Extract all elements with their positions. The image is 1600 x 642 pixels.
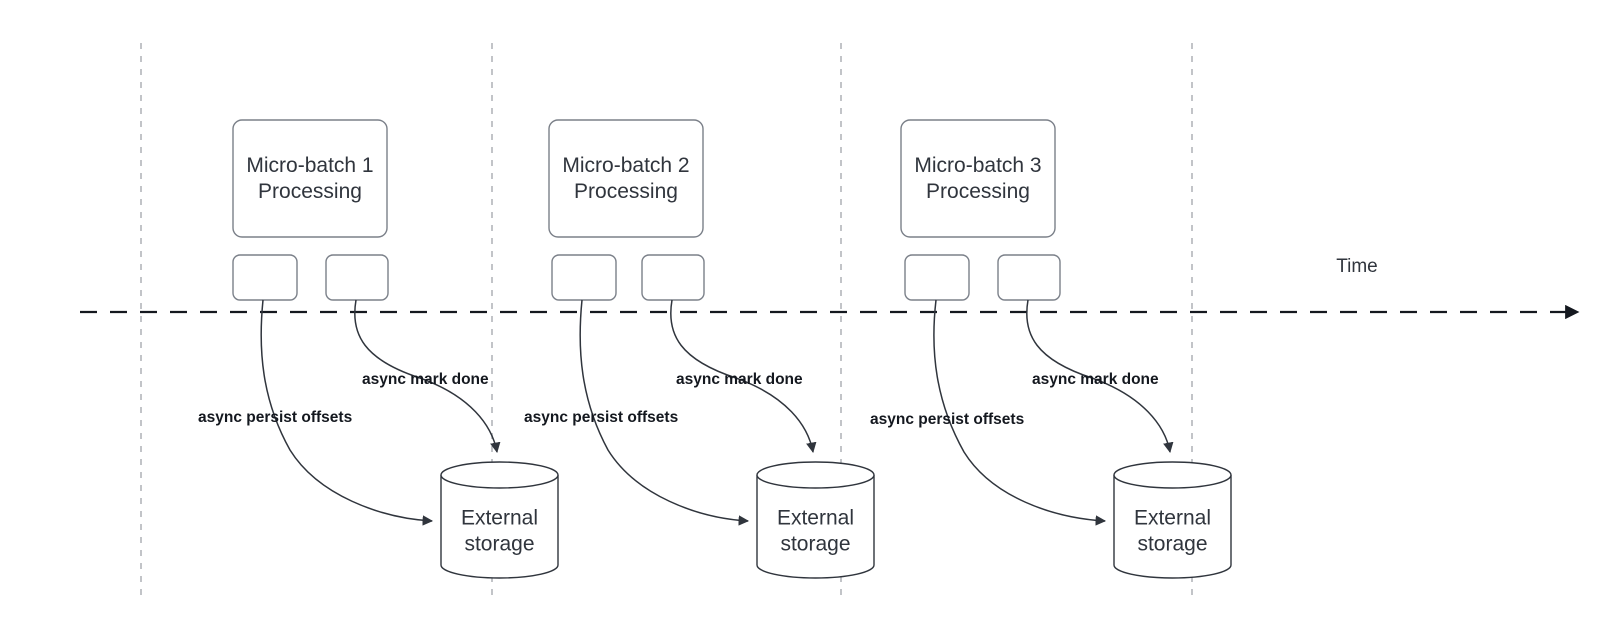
mark-done-task-3[interactable] bbox=[997, 254, 1061, 301]
process-box-subtitle-3: Processing bbox=[926, 180, 1030, 203]
process-box-title-3: Micro-batch 3 bbox=[914, 154, 1041, 177]
time-axis-label: Time bbox=[1336, 256, 1378, 277]
async-persist-offsets-curve-1 bbox=[260, 299, 434, 526]
process-box-title-2: Micro-batch 2 bbox=[562, 154, 689, 177]
cylinder-top-2[interactable] bbox=[756, 461, 875, 489]
async-mark-done-curve-3 bbox=[1026, 299, 1174, 454]
process-box-subtitle-1: Processing bbox=[258, 180, 362, 203]
cylinder-top-1[interactable] bbox=[440, 461, 559, 489]
async-mark-done-label-3: async mark done bbox=[1032, 371, 1159, 388]
process-box-1[interactable] bbox=[232, 119, 388, 238]
mark-done-task-1[interactable] bbox=[325, 254, 389, 301]
persist-offsets-task-2[interactable] bbox=[551, 254, 617, 301]
persist-offsets-task-1[interactable] bbox=[232, 254, 298, 301]
cylinder-label-line1-3: External bbox=[1134, 507, 1211, 530]
process-box-title-1: Micro-batch 1 bbox=[246, 154, 373, 177]
cylinder-label-line1-1: External bbox=[461, 507, 538, 530]
group-1: Micro-batch 1 Processing async persist off… bbox=[198, 119, 559, 579]
group-3: Micro-batch 3 Processing async persist off… bbox=[870, 119, 1232, 579]
async-persist-offsets-label-1: async persist offsets bbox=[198, 409, 352, 426]
cylinder-top-3[interactable] bbox=[1113, 461, 1232, 489]
cylinder-label-line2-1: storage bbox=[464, 533, 534, 556]
micro-batch-groups: Micro-batch 1 Processing async persist off… bbox=[198, 119, 1232, 579]
async-persist-offsets-curve-2 bbox=[579, 299, 750, 526]
group-2: Micro-batch 2 Processing async persist off… bbox=[524, 119, 875, 579]
async-persist-offsets-label-2: async persist offsets bbox=[524, 409, 678, 426]
async-mark-done-label-2: async mark done bbox=[676, 371, 803, 388]
cylinder-body-2[interactable] bbox=[756, 475, 875, 579]
cylinder-body-3[interactable] bbox=[1113, 475, 1232, 579]
timeline-axis: Time bbox=[80, 256, 1580, 320]
async-persist-offsets-label-3: async persist offsets bbox=[870, 411, 1024, 428]
process-box-subtitle-2: Processing bbox=[574, 180, 678, 203]
async-mark-done-curve-2 bbox=[670, 299, 817, 454]
async-persist-offsets-curve-3 bbox=[933, 299, 1107, 526]
vertical-separators bbox=[140, 43, 1193, 600]
process-box-2[interactable] bbox=[548, 119, 704, 238]
cylinder-label-line2-3: storage bbox=[1137, 533, 1207, 556]
async-mark-done-label-1: async mark done bbox=[362, 371, 489, 388]
cylinder-body-1[interactable] bbox=[440, 475, 559, 579]
mark-done-task-2[interactable] bbox=[641, 254, 705, 301]
cylinder-label-line2-2: storage bbox=[780, 533, 850, 556]
async-mark-done-curve-1 bbox=[354, 299, 501, 454]
persist-offsets-task-3[interactable] bbox=[904, 254, 970, 301]
process-box-3[interactable] bbox=[900, 119, 1056, 238]
cylinder-label-line1-2: External bbox=[777, 507, 854, 530]
